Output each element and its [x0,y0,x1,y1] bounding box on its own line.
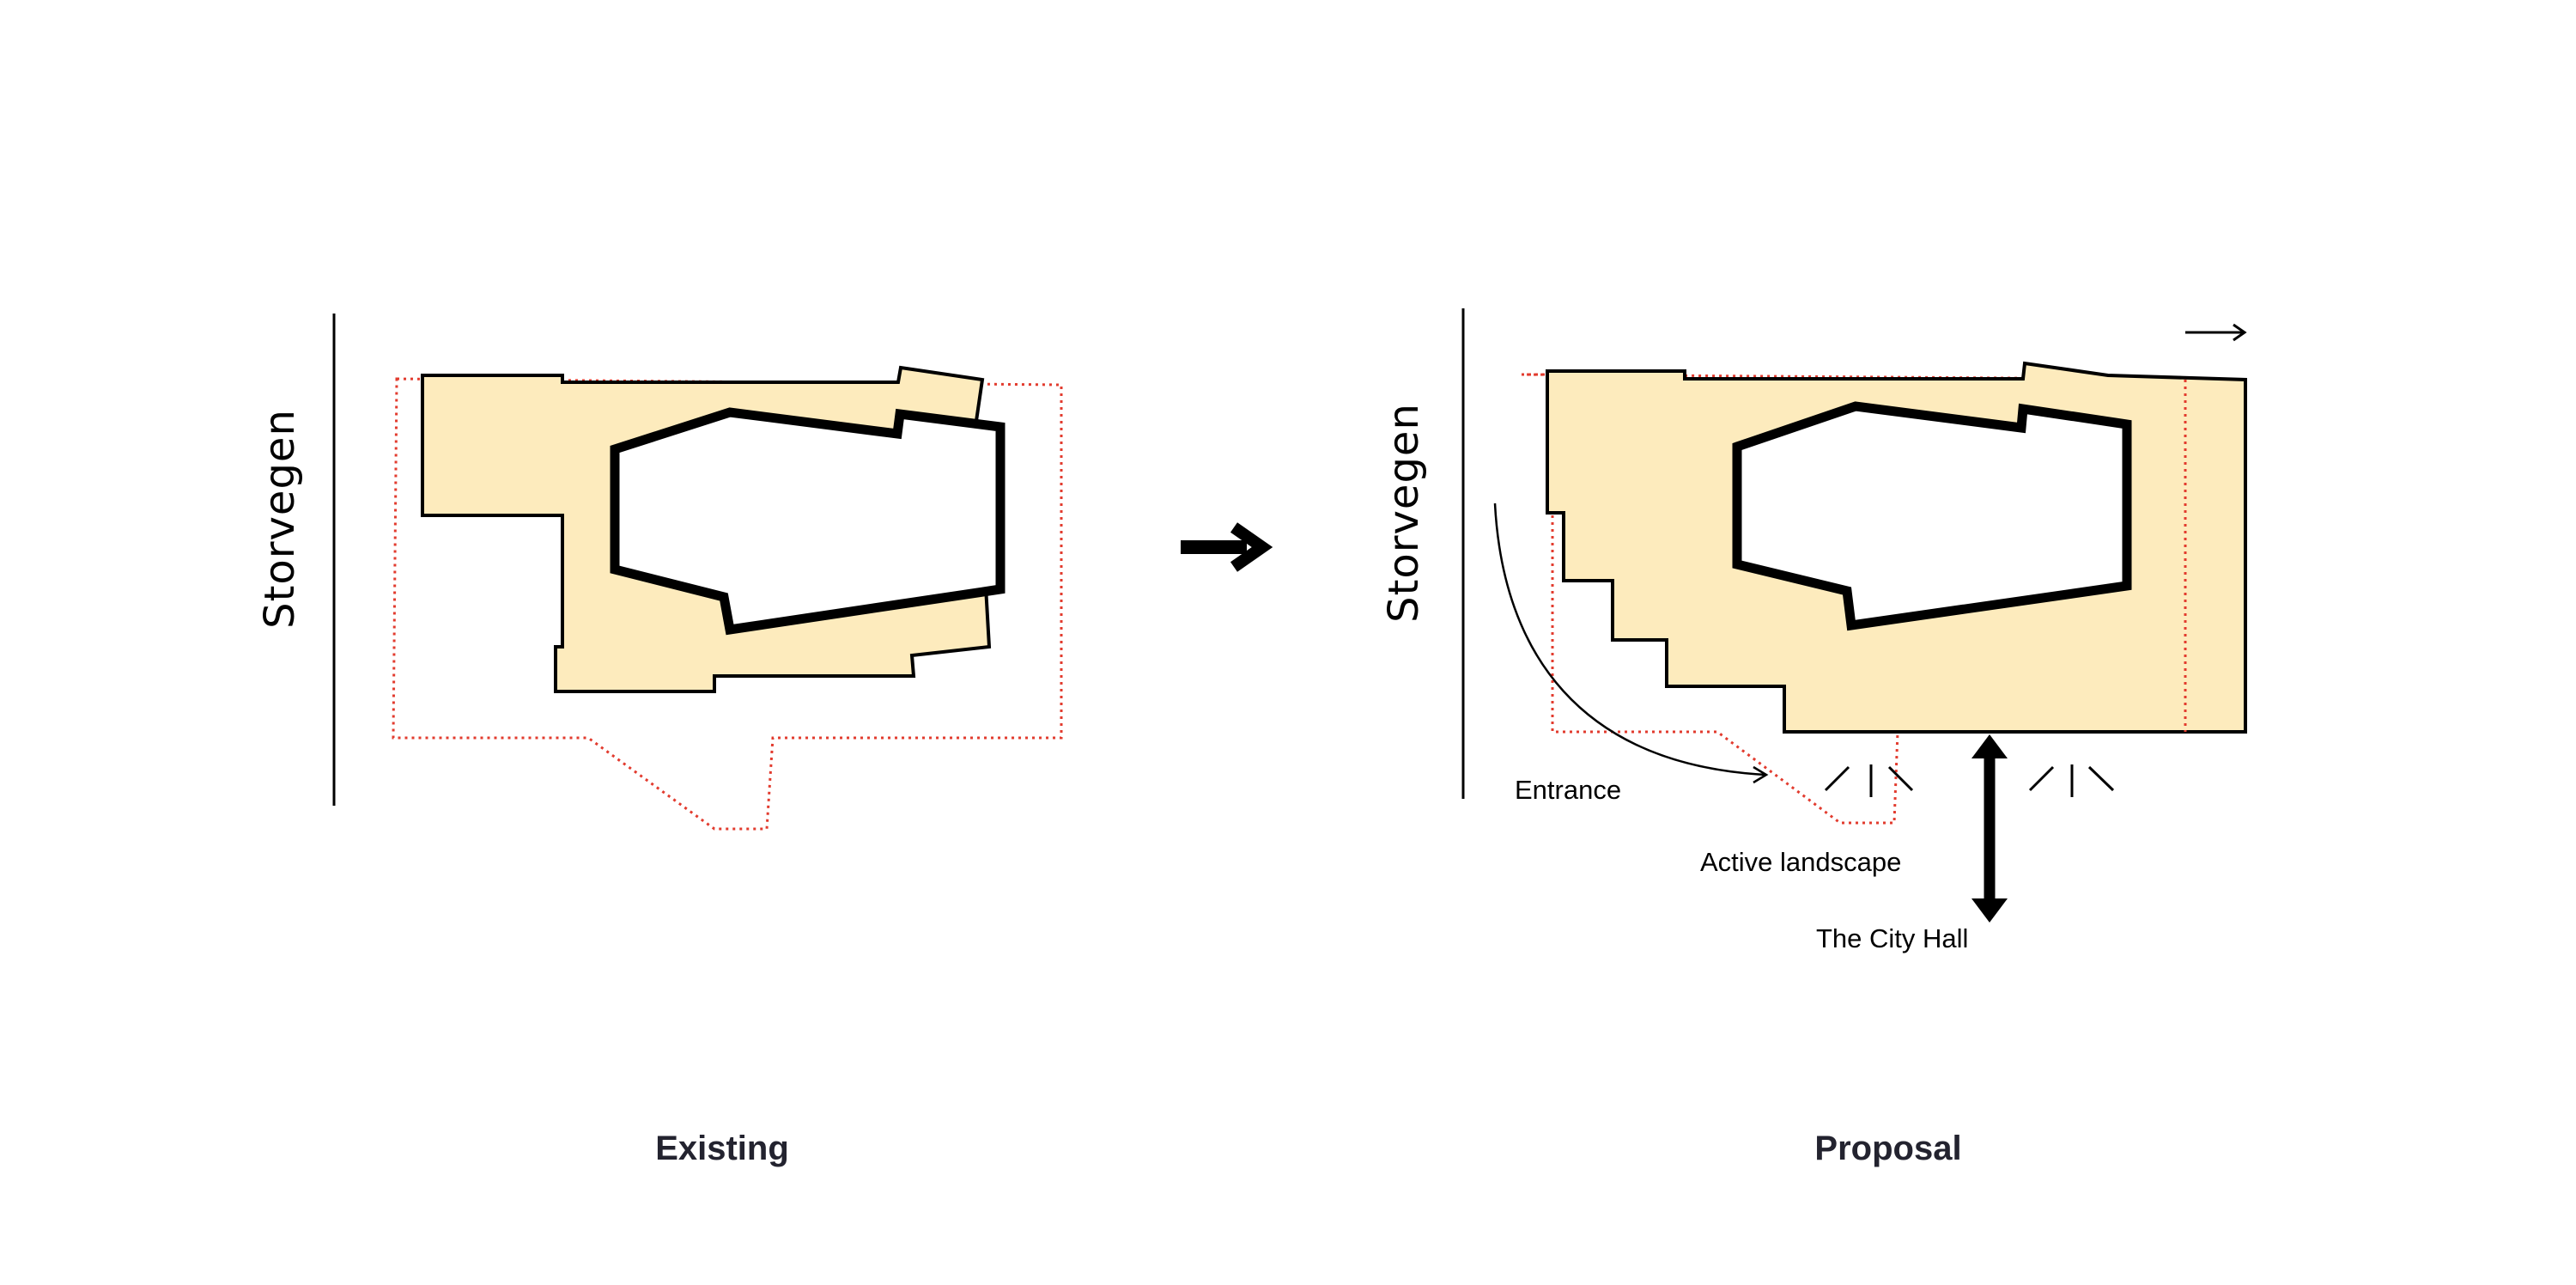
proposal-title: Proposal [1814,1130,1962,1167]
thin-arrow-right-icon [2185,323,2247,342]
courtyard-proposal [1732,401,2132,631]
entrance-arrowhead-icon [1753,765,1769,784]
arrow-right-icon [1181,522,1273,572]
existing-plan [332,314,1063,831]
active-landscape-label: Active landscape [1700,847,1902,877]
landscape-ticks-right [2028,764,2115,797]
double-arrow-vertical-icon [1971,734,2008,923]
landscape-ticks-left [1824,764,1914,797]
courtyard-existing [610,407,1005,636]
street-label-proposal: Storvegen [1380,403,1428,623]
street-label-existing: Storvegen [256,409,304,629]
entrance-label: Entrance [1515,775,1622,805]
proposal-plan [1461,308,2247,923]
existing-title: Existing [655,1130,789,1167]
entrance-curve-arrow [1493,502,1766,776]
city-hall-label: The City Hall [1816,923,1969,953]
